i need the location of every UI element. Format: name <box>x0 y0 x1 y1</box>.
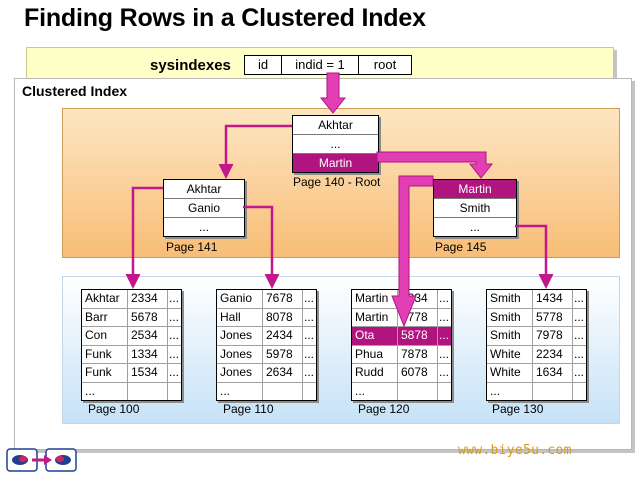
clustered-index-label: Clustered Index <box>22 83 128 99</box>
sysindexes-col-indid: indid = 1 <box>282 56 359 74</box>
page-141-row: ... <box>198 220 209 234</box>
page-141-node: Akhtar Ganio ... <box>163 179 245 237</box>
page-145-row: Smith <box>434 199 516 218</box>
root-row: Akhtar <box>293 116 378 135</box>
slide-nav-control[interactable] <box>6 447 78 473</box>
root-caption: Page 140 - Root <box>293 175 381 189</box>
page-141-caption: Page 141 <box>166 240 218 254</box>
leaf-row: ... <box>352 382 451 400</box>
page-145-row-highlighted: Martin <box>434 180 516 199</box>
page-120-caption: Page 120 <box>358 402 410 416</box>
page-100-caption: Page 100 <box>88 402 140 416</box>
page-130-caption: Page 130 <box>492 402 544 416</box>
page-145-node: Martin Smith ... <box>433 179 517 237</box>
leaf-row: ... <box>82 382 181 400</box>
page-110-caption: Page 110 <box>223 402 274 416</box>
root-node: Akhtar ... Martin <box>292 115 379 173</box>
page-145-caption: Page 145 <box>435 240 487 254</box>
sysindexes-col-id: id <box>245 56 282 74</box>
page-141-row: Ganio <box>164 199 244 218</box>
leaf-row: ... <box>487 382 586 400</box>
page-145-row: ... <box>469 220 480 234</box>
sysindexes-label: sysindexes <box>150 57 231 74</box>
leaf-row: ... <box>217 382 316 400</box>
watermark: www.biye5u.com <box>458 443 572 458</box>
root-row: ... <box>293 135 378 154</box>
sysindexes-table: id indid = 1 root <box>244 55 412 75</box>
page-141-row: Akhtar <box>164 180 244 199</box>
root-row-highlighted: Martin <box>293 154 378 172</box>
sysindexes-col-root: root <box>373 57 397 72</box>
slide-title: Finding Rows in a Clustered Index <box>24 4 426 32</box>
